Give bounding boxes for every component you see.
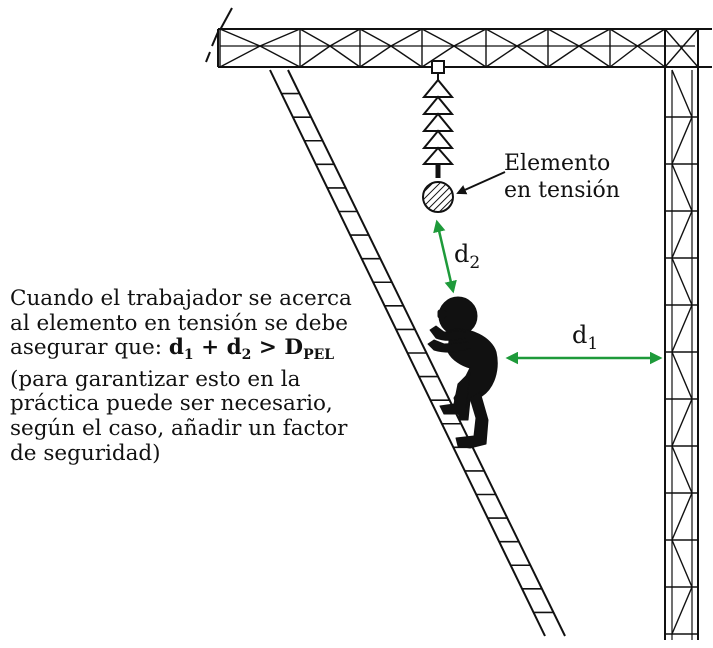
tower-leg-brace bbox=[671, 398, 693, 447]
note-line7: de seguridad) bbox=[10, 440, 161, 466]
d1-symbol: d bbox=[572, 321, 588, 349]
d2-label: d2 bbox=[454, 240, 480, 273]
d2-subscript: 2 bbox=[469, 253, 481, 273]
crossbar-brace bbox=[259, 28, 301, 47]
crossbar-brace bbox=[637, 28, 666, 47]
crossbar-brace bbox=[453, 28, 487, 47]
tower-leg-brace bbox=[671, 445, 693, 494]
note-line2: al elemento en tensión se debe bbox=[10, 310, 348, 336]
tower-leg-brace bbox=[671, 257, 693, 306]
d1-label: d1 bbox=[572, 321, 598, 354]
crossbar-brace bbox=[259, 45, 301, 68]
note-line3-prefix: asegurar que: bbox=[10, 335, 169, 361]
tower-leg-brace bbox=[671, 210, 693, 259]
tower-leg-brace bbox=[671, 69, 693, 118]
note-line3: asegurar que: d1 + d2 > DPEL bbox=[10, 335, 390, 368]
crossbar-brace bbox=[219, 45, 261, 68]
crossbar-brace bbox=[390, 28, 423, 47]
crossbar-brace bbox=[359, 45, 392, 68]
crossbar-brace bbox=[578, 28, 611, 47]
live-element-label: Elemento en tensión bbox=[504, 150, 620, 204]
crossbar-corner-brace bbox=[664, 28, 699, 68]
d2-arrow bbox=[433, 219, 457, 294]
tower-vertical-leg bbox=[664, 29, 699, 640]
tower-crossbar-lattice bbox=[219, 28, 712, 68]
crossbar-brace bbox=[516, 28, 549, 47]
tower-crossbar bbox=[217, 28, 712, 68]
d2-symbol: d bbox=[454, 240, 470, 268]
crossbar-brace bbox=[547, 28, 580, 47]
insulator-string bbox=[421, 60, 455, 178]
crossbar-brace bbox=[637, 45, 666, 68]
crossbar-brace bbox=[359, 28, 392, 47]
note-line4: (para garantizar esto en la bbox=[10, 366, 301, 392]
tower-break-marks bbox=[205, 7, 233, 63]
formula-d1-sub: 1 bbox=[183, 347, 194, 364]
tower-leg-brace bbox=[671, 163, 693, 212]
formula-d2: d bbox=[226, 335, 242, 361]
crossbar-brace bbox=[516, 45, 549, 68]
crossbar-brace bbox=[390, 45, 423, 68]
note-line1: Cuando el trabajador se acerca bbox=[10, 286, 352, 311]
live-element-label-line2: en tensión bbox=[504, 178, 620, 203]
safety-note: Cuando el trabajador se acerca al elemen… bbox=[10, 286, 390, 466]
formula-d2-sub: 2 bbox=[241, 347, 252, 364]
crossbar-brace bbox=[329, 45, 361, 68]
crossbar-brace bbox=[578, 45, 611, 68]
tower-leg-brace bbox=[671, 351, 693, 400]
formula-D-sub: PEL bbox=[303, 347, 335, 364]
note-line5: práctica puede ser necesario, bbox=[10, 391, 333, 417]
worker-silhouette bbox=[427, 296, 498, 449]
crossbar-brace bbox=[453, 45, 487, 68]
tower-leg-brace bbox=[671, 304, 693, 353]
formula-D: D bbox=[284, 335, 304, 361]
note-line6: según el caso, añadir un factor bbox=[10, 415, 348, 441]
element-pointer-arrow bbox=[456, 171, 506, 195]
crossbar-brace bbox=[299, 45, 331, 68]
crossbar-brace bbox=[485, 28, 518, 47]
crossbar-brace bbox=[609, 45, 638, 68]
formula-d1: d bbox=[168, 335, 184, 361]
formula-gt: > bbox=[251, 335, 285, 361]
d1-subscript: 1 bbox=[587, 334, 599, 354]
tower-leg-brace bbox=[671, 586, 693, 635]
crossbar-brace bbox=[547, 45, 580, 68]
tower-leg-lattice bbox=[665, 69, 698, 635]
formula-plus: + bbox=[193, 335, 227, 361]
crossbar-brace bbox=[421, 45, 455, 68]
tower-leg-brace bbox=[671, 116, 693, 165]
tower-leg-brace bbox=[671, 492, 693, 541]
crossbar-brace bbox=[485, 45, 518, 68]
distance-formula: d1 + d2 > DPEL bbox=[168, 335, 335, 364]
crossbar-brace bbox=[421, 28, 455, 47]
crossbar-brace bbox=[329, 28, 361, 47]
crossbar-brace bbox=[299, 28, 331, 47]
live-element-icon bbox=[422, 181, 454, 213]
crossbar-brace bbox=[219, 28, 261, 47]
crossbar-brace bbox=[609, 28, 638, 47]
tower-leg-brace bbox=[671, 539, 693, 588]
live-element-label-line1: Elemento bbox=[504, 151, 611, 176]
